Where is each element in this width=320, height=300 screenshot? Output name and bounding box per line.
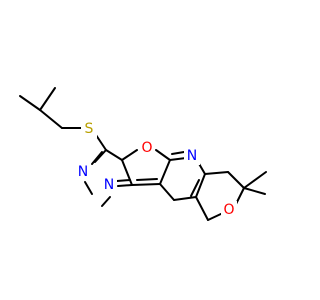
atom-label-n: N bbox=[187, 148, 197, 164]
bond bbox=[171, 151, 185, 155]
atom-label-n: N bbox=[104, 177, 114, 193]
bond bbox=[39, 109, 63, 129]
bond bbox=[84, 181, 93, 195]
bond bbox=[207, 212, 224, 221]
bond bbox=[131, 183, 161, 186]
bond bbox=[159, 159, 171, 185]
pyridine-nitrogen-atom: N bbox=[184, 147, 200, 165]
pyran-oxygen-atom: O bbox=[221, 201, 237, 219]
bond bbox=[190, 179, 200, 197]
bond bbox=[121, 159, 133, 186]
atom-label-s: S bbox=[85, 121, 94, 137]
bond bbox=[121, 149, 138, 161]
atom-label-o: O bbox=[141, 140, 152, 156]
pyrimidine-nitrogen-atom: N bbox=[101, 176, 117, 194]
bond bbox=[94, 149, 107, 163]
bond bbox=[159, 183, 175, 201]
chemical-structure-diagram: S O N N N O bbox=[19, 87, 267, 221]
bond bbox=[39, 87, 56, 111]
bond-layer bbox=[19, 87, 267, 221]
bond bbox=[101, 196, 111, 207]
atom-label-layer: S O N N N O bbox=[75, 120, 237, 219]
bond bbox=[91, 151, 103, 165]
bond bbox=[155, 149, 171, 161]
bond bbox=[136, 178, 158, 181]
bond bbox=[169, 157, 187, 161]
bond bbox=[235, 187, 245, 205]
pyrimidine-nitrogen-atom: N bbox=[75, 163, 91, 181]
bond bbox=[19, 95, 41, 111]
bond bbox=[173, 196, 197, 201]
bond bbox=[243, 171, 267, 189]
bond bbox=[195, 173, 206, 198]
sulfur-atom: S bbox=[81, 120, 97, 138]
furan-oxygen-atom: O bbox=[139, 139, 155, 157]
bond bbox=[95, 134, 107, 151]
bond bbox=[204, 171, 229, 175]
bond bbox=[243, 187, 266, 195]
bond bbox=[227, 171, 245, 189]
atom-label-n: N bbox=[78, 164, 88, 180]
bond bbox=[195, 196, 209, 221]
bond bbox=[105, 149, 123, 161]
atom-label-o: O bbox=[223, 202, 234, 218]
bond bbox=[117, 184, 133, 187]
bond bbox=[116, 179, 131, 182]
